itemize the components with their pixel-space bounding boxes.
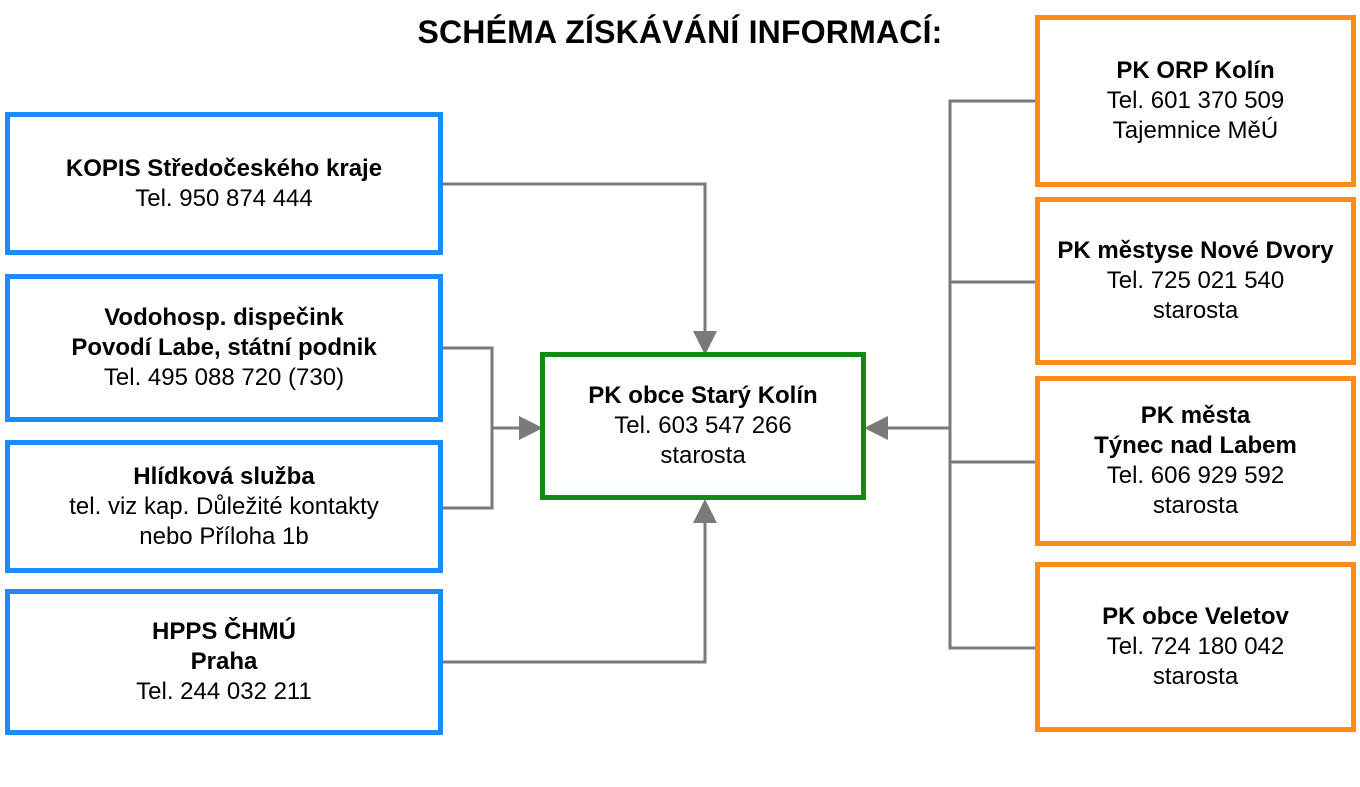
source-detail: nebo Příloha 1b xyxy=(139,522,309,550)
source-name: HPPS ČHMÚ xyxy=(151,618,296,645)
source-box-hlidkova: Hlídková služba tel. viz kap. Důležité k… xyxy=(5,440,443,573)
center-name: PK obce Starý Kolín xyxy=(588,382,818,409)
recipient-detail: Tel. 601 370 509 xyxy=(1106,87,1285,114)
recipient-detail: Tel. 606 929 592 xyxy=(1106,462,1285,489)
source-name: Hlídková služba xyxy=(133,462,315,490)
connector-hpps xyxy=(442,499,717,664)
diagram-title: SCHÉMA ZÍSKÁVÁNÍ INFORMACÍ: xyxy=(417,14,943,50)
recipient-detail: starosta xyxy=(1152,492,1239,519)
recipient-detail: Tel. 725 021 540 xyxy=(1106,267,1285,294)
source-name: Praha xyxy=(190,648,258,675)
connector-recipients-bus xyxy=(948,99,1037,650)
center-box: PK obce Starý Kolín Tel. 603 547 266 sta… xyxy=(540,352,866,500)
source-detail: Tel. 495 088 720 (730) xyxy=(103,364,345,391)
recipient-detail: starosta xyxy=(1152,297,1239,324)
source-name: KOPIS Středočeského kraje xyxy=(65,154,383,182)
recipient-name: PK městyse Nové Dvory xyxy=(1057,237,1334,264)
recipient-name: PK obce Veletov xyxy=(1102,603,1289,630)
center-role: starosta xyxy=(660,442,746,469)
connector-kopis xyxy=(442,182,717,355)
source-detail: Tel. 244 032 211 xyxy=(136,678,312,705)
source-detail: tel. viz kap. Důležité kontakty xyxy=(69,492,379,520)
connector-vodohosp xyxy=(442,346,494,510)
source-name: Vodohosp. dispečink xyxy=(104,304,344,331)
recipient-detail: Tel. 724 180 042 xyxy=(1106,633,1285,660)
recipient-name: Týnec nad Labem xyxy=(1094,432,1297,459)
source-box-vodohosp: Vodohosp. dispečink Povodí Labe, státní … xyxy=(5,274,443,422)
source-detail: Tel. 950 874 444 xyxy=(135,184,313,212)
recipient-name: PK města xyxy=(1140,402,1251,429)
recipient-box-nove-dvory: PK městyse Nové Dvory Tel. 725 021 540 s… xyxy=(1035,197,1356,365)
source-box-kopis: KOPIS Středočeského kraje Tel. 950 874 4… xyxy=(5,112,443,255)
recipient-detail: starosta xyxy=(1152,663,1239,690)
center-phone: Tel. 603 547 266 xyxy=(614,412,792,439)
recipient-box-orp-kolin: PK ORP Kolín Tel. 601 370 509 Tajemnice … xyxy=(1035,15,1356,187)
recipient-box-veletov: PK obce Veletov Tel. 724 180 042 starost… xyxy=(1035,562,1356,732)
recipient-detail: Tajemnice MěÚ xyxy=(1112,117,1279,144)
source-name: Povodí Labe, státní podnik xyxy=(71,334,377,361)
source-box-hpps: HPPS ČHMÚ Praha Tel. 244 032 211 xyxy=(5,589,443,735)
recipient-name: PK ORP Kolín xyxy=(1116,57,1275,84)
recipient-box-tynec: PK města Týnec nad Labem Tel. 606 929 59… xyxy=(1035,376,1356,546)
